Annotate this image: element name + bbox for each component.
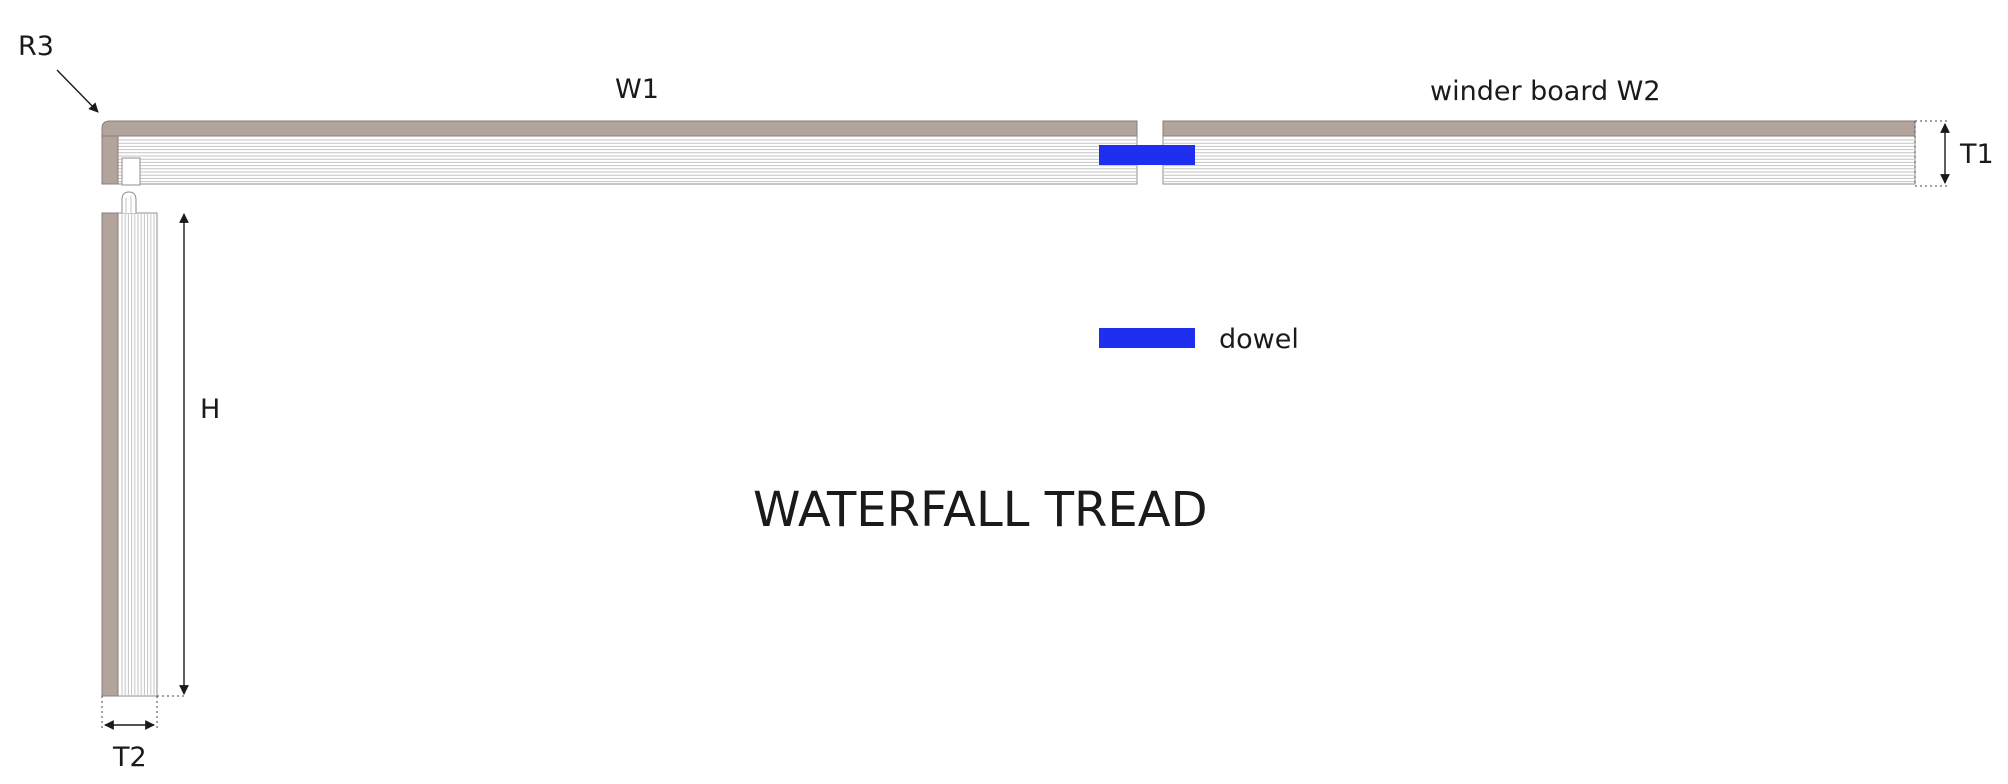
- w1-groove: [121, 157, 141, 186]
- w2-top-veneer: [1162, 120, 1916, 137]
- w2-label: winder board W2: [1430, 76, 1661, 107]
- t2-label: T2: [112, 742, 147, 773]
- diagram-title: WATERFALL TREAD: [753, 482, 1208, 538]
- w2-plywood-layers: [1163, 139, 1915, 183]
- t2-dimension: [101, 696, 158, 730]
- riser-board: [101, 191, 158, 697]
- r3-label: R3: [18, 31, 54, 62]
- h-dimension: [157, 213, 189, 697]
- h-label: H: [200, 394, 220, 425]
- t1-dimension: [1914, 120, 1950, 187]
- w1-board: [101, 120, 1138, 186]
- w1-plywood-layers: [118, 139, 1137, 183]
- riser-plywood-layers: [121, 213, 155, 696]
- w1-front-veneer: [101, 135, 119, 185]
- w1-label: W1: [615, 74, 659, 105]
- dowel-legend-swatch: [1099, 328, 1195, 348]
- riser-tongue: [121, 191, 137, 213]
- r3-leader-arrow: [56, 69, 99, 113]
- w2-board: [1162, 120, 1916, 185]
- dowel-joint: [1099, 145, 1195, 165]
- dowel-legend-label: dowel: [1219, 324, 1299, 355]
- t1-label: T1: [1959, 139, 1994, 170]
- w1-top-veneer: [101, 120, 1138, 137]
- riser-front-veneer: [101, 212, 119, 697]
